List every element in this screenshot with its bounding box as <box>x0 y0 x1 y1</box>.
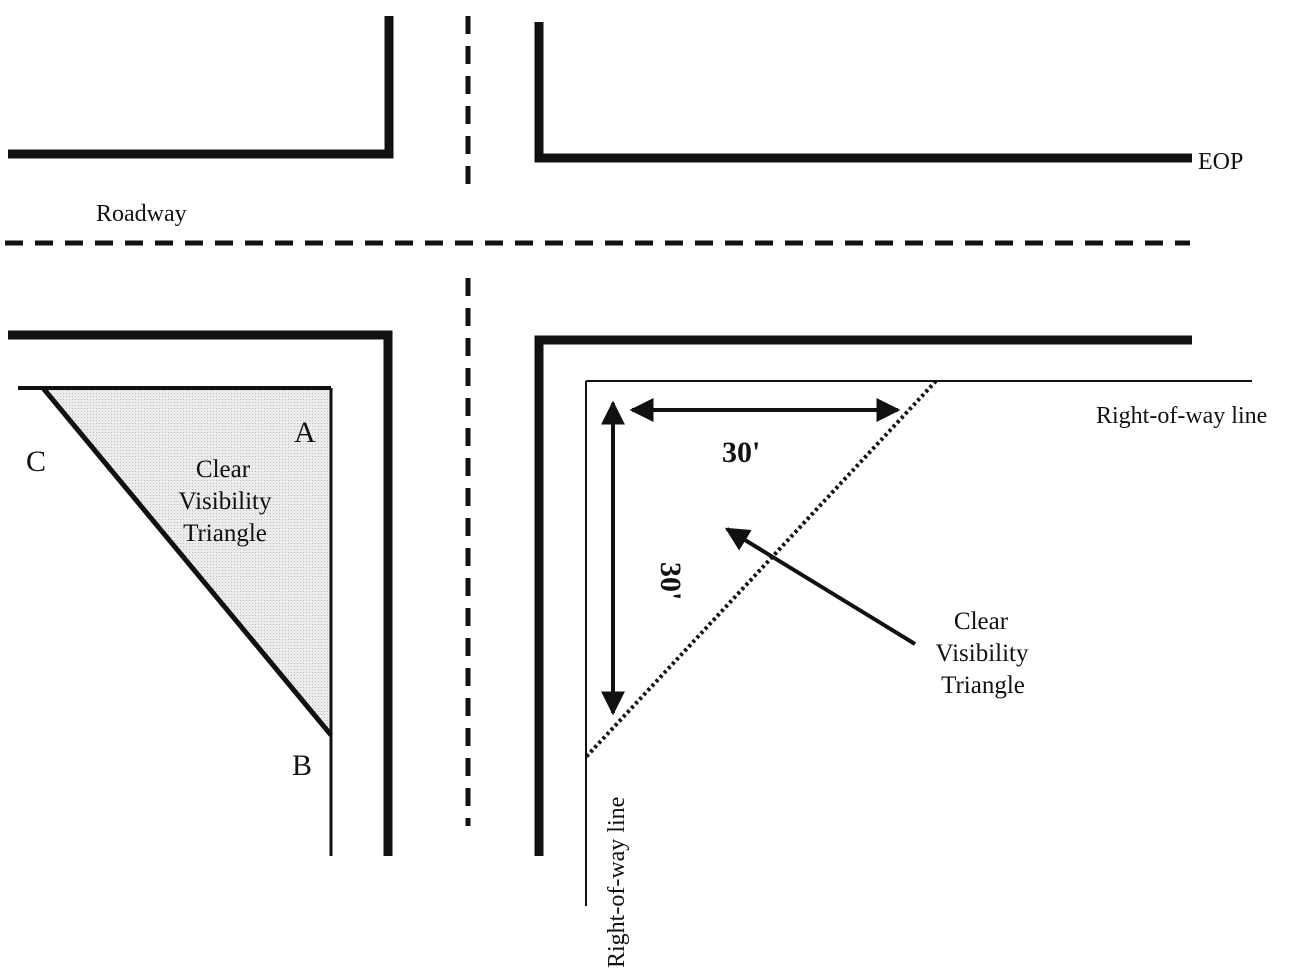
roadway-label: Roadway <box>96 201 187 227</box>
point-b-label: B <box>292 749 312 782</box>
right-triangle-label-line1: Clear <box>954 608 1009 635</box>
eop-line-top-right <box>534 22 1192 163</box>
row-line-vertical-label: Right-of-way line <box>604 797 630 968</box>
eop-line-top-left <box>8 16 394 159</box>
eop-line-bottom-right <box>534 335 1192 856</box>
point-c-label: C <box>26 445 46 478</box>
dimension-horizontal-label: 30' <box>722 436 760 469</box>
right-triangle-label-line2: Visibility <box>936 640 1029 667</box>
point-a-label: A <box>294 416 316 449</box>
left-triangle-label-line2: Visibility <box>179 488 272 515</box>
right-triangle-hypotenuse-dotted <box>584 379 938 759</box>
eop-line-bottom-left <box>8 330 393 856</box>
right-triangle-label-line3: Triangle <box>941 672 1025 699</box>
row-line-horizontal-label: Right-of-way line <box>1096 403 1267 429</box>
eop-label: EOP <box>1198 149 1243 175</box>
triangle-pointer-arrow <box>724 527 917 646</box>
left-triangle-hypotenuse <box>41 386 333 737</box>
left-triangle-label-line3: Triangle <box>183 520 267 547</box>
left-triangle-label-line1: Clear <box>196 456 251 483</box>
dimension-vertical-label: 30' <box>654 562 687 600</box>
